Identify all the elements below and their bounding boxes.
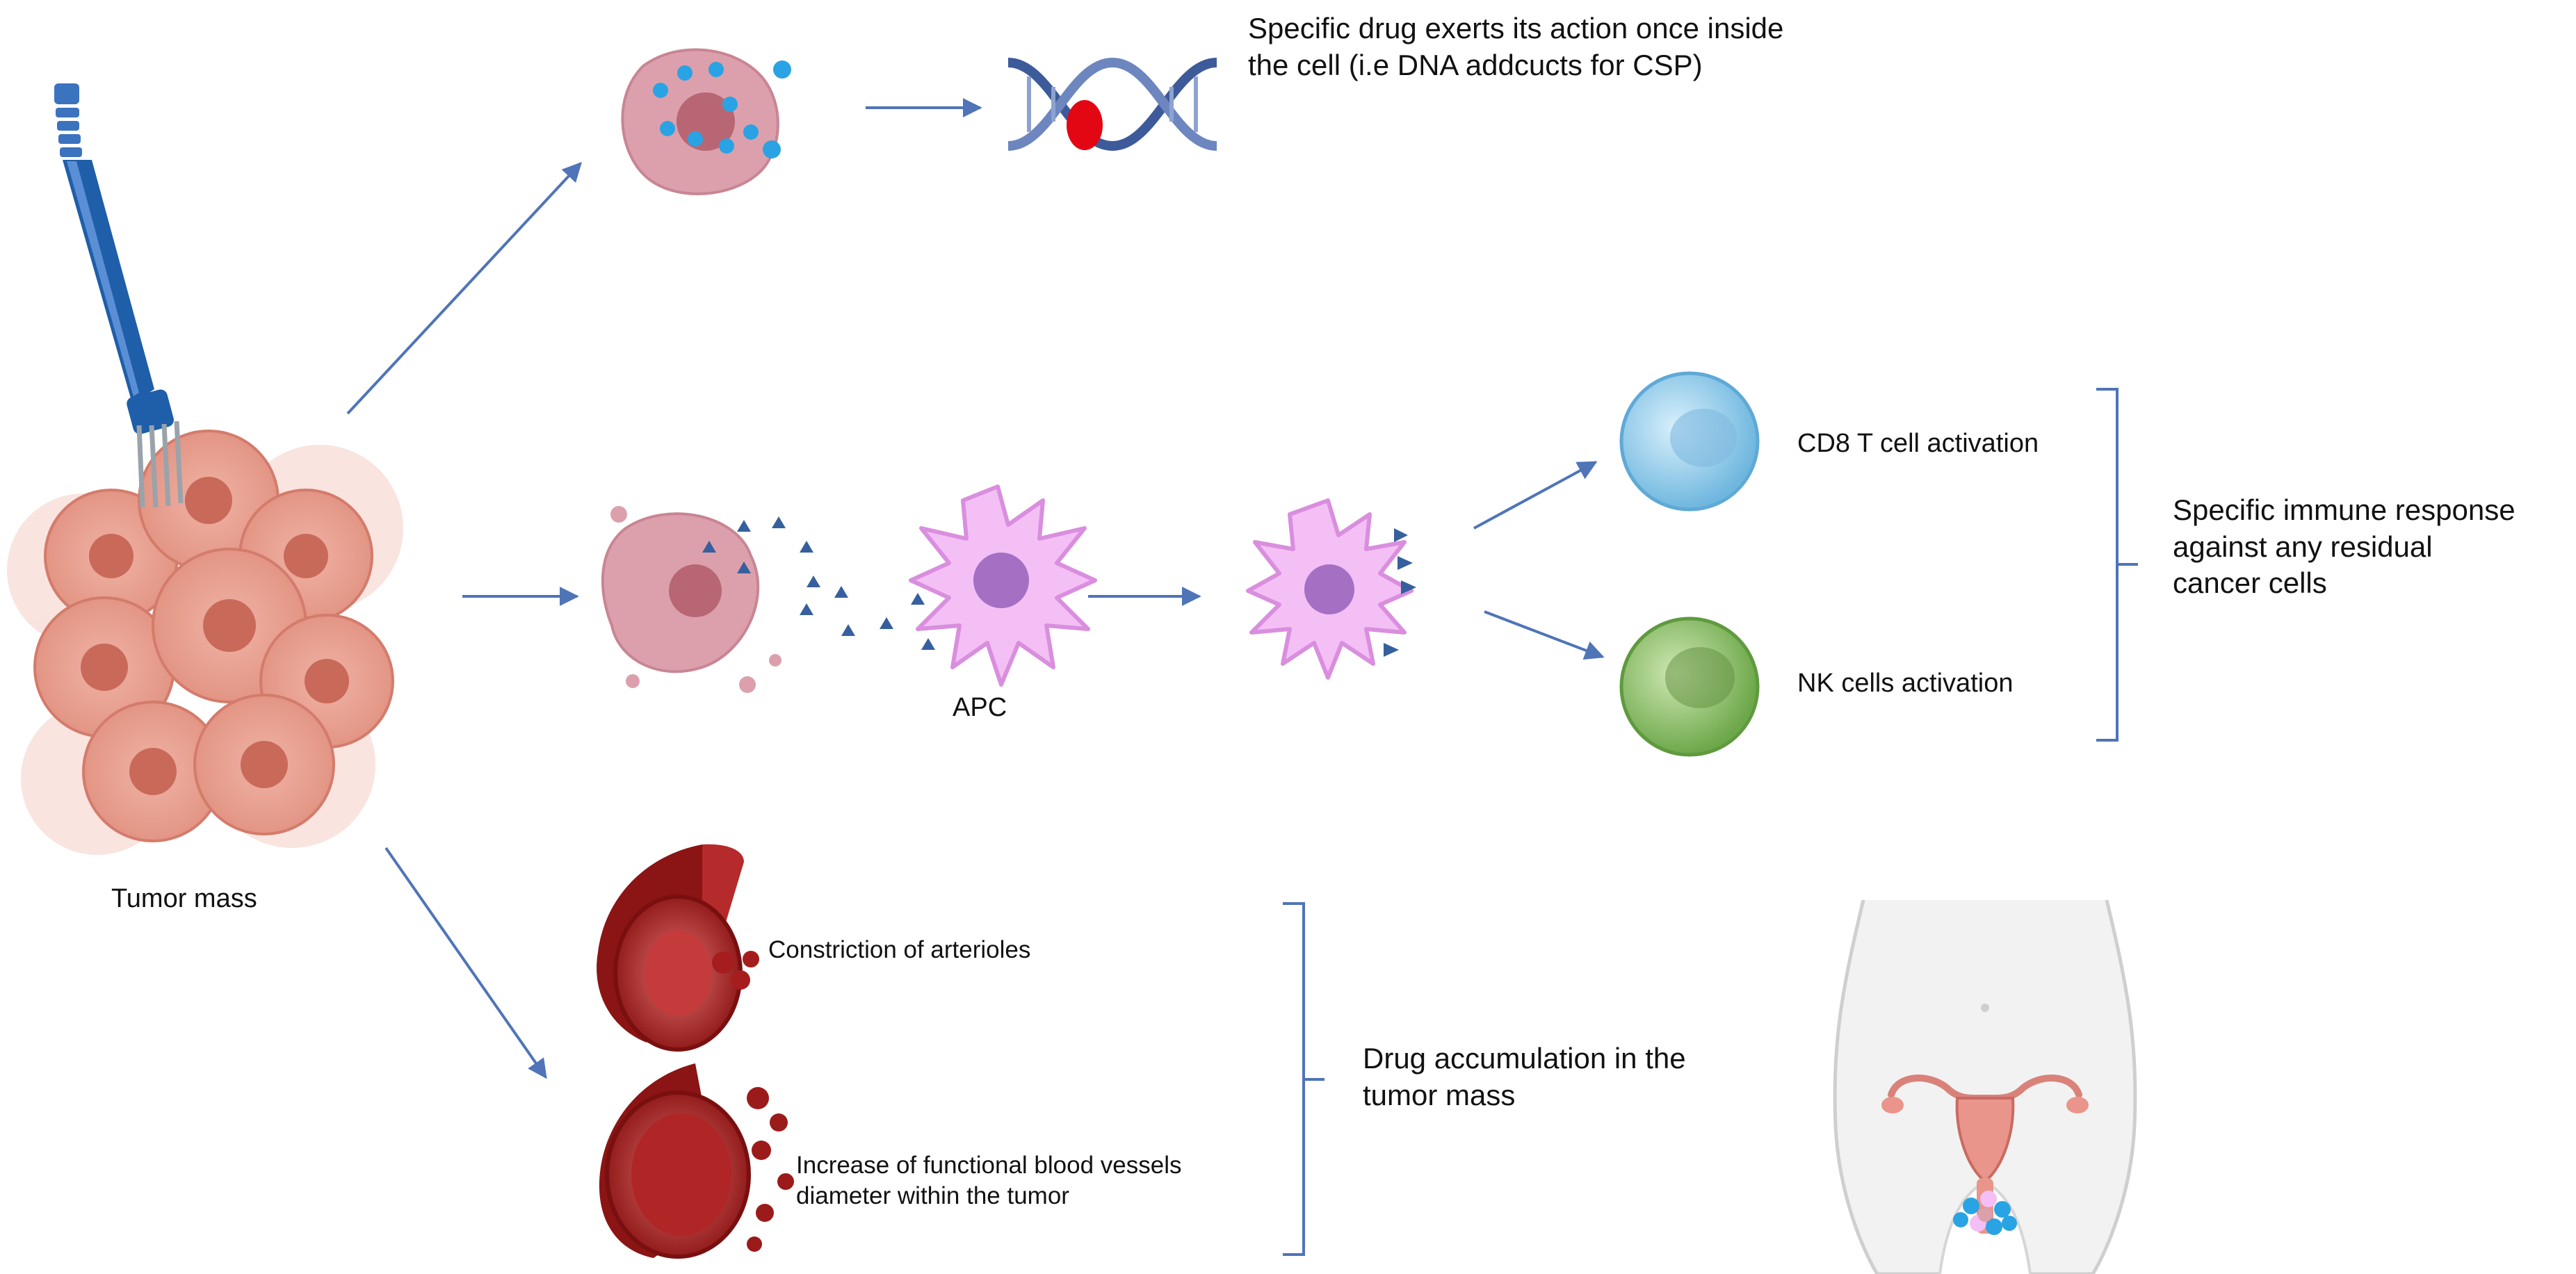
dying-tumor-cell-icon [601,506,781,693]
electrode-probe-icon [54,83,184,508]
arrow-to-vascular-effects [384,847,547,1079]
tumor-mass-label: Tumor mass [111,884,257,913]
nk-cell-icon [1619,616,1760,757]
arrow-to-drug-uptake [346,161,582,415]
cervical-tumor-icon [1953,1191,2017,1235]
vascular-bracket [1283,902,1325,1256]
constriction-label: Constriction of arterioles [768,936,1031,963]
tumor-antigens-icon [702,516,935,650]
apc-cell-icon [909,484,1097,687]
tumor-mass-illustration [7,430,403,855]
arrow-to-cd8 [1473,461,1598,530]
uterus-icon [1881,1075,2089,1235]
nk-activation-label: NK cells activation [1797,669,2014,698]
immune-bracket [2096,388,2138,742]
arteriole-icon [597,844,759,1052]
dna-helix-icon [1007,57,1217,152]
cd8-activation-label: CD8 T cell activation [1797,429,2039,458]
vessel-diameter-label: Increase of functional blood vessels dia… [796,1152,1182,1209]
dna-adduct-icon [1067,100,1103,150]
drug-accumulation-label: Drug accumulation in the tumor mass [1363,1042,1686,1111]
cd8-t-cell-icon [1619,371,1760,512]
apc-label: APC [953,693,1007,722]
cell-with-drug-icon [621,48,791,195]
drug-action-label: Specific drug exerts its action once ins… [1248,12,1784,81]
arrow-to-nk [1484,610,1605,660]
immune-response-label: Specific immune response against any res… [2173,493,2516,599]
blood-vessel-icon [599,1063,794,1259]
activated-apc-icon [1246,498,1416,680]
